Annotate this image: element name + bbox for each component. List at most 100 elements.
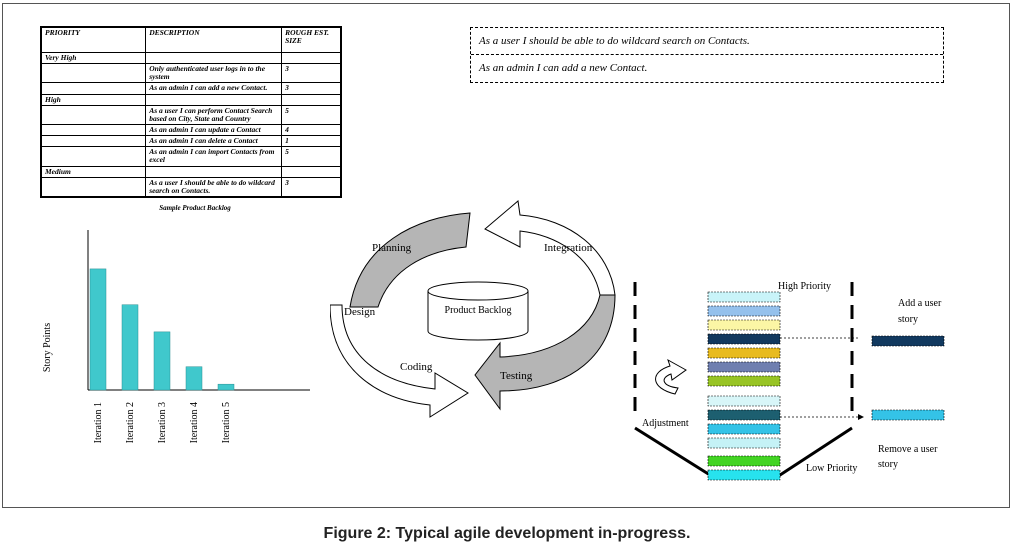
backlog-group-name: Medium <box>40 165 147 178</box>
x-tick-label: Iteration 1 <box>93 402 104 443</box>
integration-label: Integration <box>544 242 593 254</box>
x-tick-label: Iteration 2 <box>125 402 136 443</box>
remove-story-bar <box>871 409 945 421</box>
integration-arrow <box>484 200 616 296</box>
backlog-row: As a user I should be able to do wildcar… <box>40 176 342 198</box>
backlog-size: 4 <box>281 123 342 137</box>
backlog-group-name: High <box>40 93 147 106</box>
testing-arrow <box>474 294 616 411</box>
bar <box>153 331 171 391</box>
stack-item <box>707 455 781 467</box>
adjustment-label: Adjustment <box>642 418 689 429</box>
design-label: Design <box>344 306 376 318</box>
backlog-size: 5 <box>281 146 342 167</box>
backlog-row: Only authenticated user logs in to the s… <box>40 62 342 84</box>
planning-arrow <box>349 212 471 308</box>
backlog-size: 5 <box>281 104 342 125</box>
figure-frame <box>2 3 1010 508</box>
backlog-description: As a user I should be able to do wildcar… <box>145 176 283 198</box>
user-story-list: As a user I should be able to do wildcar… <box>470 27 944 83</box>
remove-story-label-2: story <box>878 459 898 470</box>
x-tick-label: Iteration 3 <box>157 402 168 443</box>
stack-item <box>707 333 781 345</box>
remove-story-label: Remove a user <box>878 444 938 455</box>
backlog-description: As an admin I can add a new Contact. <box>145 82 283 95</box>
backlog-caption: Sample Product Backlog <box>159 204 231 212</box>
stack-item <box>707 375 781 387</box>
empty-cell <box>40 176 147 198</box>
stack-item <box>707 409 781 421</box>
backlog-description: As an admin I can update a Contact <box>145 123 283 137</box>
priority-stack-diagram: High Priority Low Priority Adjustment Ad… <box>633 281 945 481</box>
product-backlog-table: PRIORITY DESCRIPTION ROUGH EST. SIZE Ver… <box>40 26 342 198</box>
user-story: As an admin I can add a new Contact. <box>479 62 648 74</box>
stack-item <box>707 347 781 359</box>
product-backlog-cylinder <box>427 291 529 341</box>
empty-cell <box>281 165 342 178</box>
backlog-group-name: Very High <box>40 52 147 64</box>
stack-item <box>707 395 781 407</box>
agile-cycle-diagram: Product Backlog Planning Integration Des… <box>330 200 616 418</box>
empty-cell <box>40 104 147 125</box>
bar <box>185 366 203 391</box>
backlog-description: Only authenticated user logs in to the s… <box>145 62 283 84</box>
header-description: DESCRIPTION <box>145 26 283 53</box>
empty-cell <box>40 123 147 137</box>
add-story-label: Add a user <box>898 298 942 309</box>
backlog-description: As an admin I can delete a Contact <box>145 135 283 148</box>
empty-cell <box>145 165 283 178</box>
coding-arrow <box>330 304 469 418</box>
add-story-bar <box>871 335 945 347</box>
empty-cell <box>145 93 283 106</box>
backlog-row: As a user I can perform Contact Search b… <box>40 104 342 125</box>
backlog-size: 3 <box>281 176 342 198</box>
adjustment-arrow <box>655 358 687 395</box>
figure-caption: Figure 2: Typical agile development in-p… <box>323 525 691 542</box>
empty-cell <box>281 52 342 64</box>
stack-item <box>707 437 781 449</box>
empty-cell <box>145 52 283 64</box>
cylinder-top <box>427 281 529 301</box>
backlog-size: 1 <box>281 135 342 148</box>
backlog-group-row: Very High <box>40 52 342 64</box>
user-story: As a user I should be able to do wildcar… <box>471 28 943 55</box>
x-tick-label: Iteration 4 <box>189 402 200 443</box>
add-story-label-2: story <box>898 314 918 325</box>
empty-cell <box>40 135 147 148</box>
backlog-header-row: PRIORITY DESCRIPTION ROUGH EST. SIZE <box>40 26 342 53</box>
testing-label: Testing <box>500 370 533 382</box>
bar <box>217 383 235 391</box>
empty-cell <box>40 62 147 84</box>
stack-item <box>707 361 781 373</box>
remove-arrowhead <box>858 414 864 420</box>
high-priority-label: High Priority <box>778 281 831 292</box>
planning-label: Planning <box>372 242 412 254</box>
backlog-group-row: High <box>40 93 342 106</box>
bar <box>89 268 107 391</box>
backlog-size: 3 <box>281 62 342 84</box>
x-tick-label: Iteration 5 <box>221 402 232 443</box>
bar <box>121 304 139 391</box>
stack-item <box>707 305 781 317</box>
backlog-size: 3 <box>281 82 342 95</box>
empty-cell <box>40 82 147 95</box>
header-size: ROUGH EST. SIZE <box>281 26 342 53</box>
y-axis-label: Story Points <box>42 323 53 372</box>
low-priority-label: Low Priority <box>806 463 857 474</box>
stack-item <box>707 423 781 435</box>
backlog-row: As an admin I can add a new Contact.3 <box>40 82 342 95</box>
backlog-row: As an admin I can import Contacts from e… <box>40 146 342 167</box>
empty-cell <box>40 146 147 167</box>
priority-stack <box>707 291 781 481</box>
coding-label: Coding <box>400 361 433 373</box>
empty-cell <box>281 93 342 106</box>
stack-item <box>707 469 781 481</box>
cycle-center-label: Product Backlog <box>445 305 512 316</box>
backlog-description: As an admin I can import Contacts from e… <box>145 146 283 167</box>
header-priority: PRIORITY <box>40 26 147 53</box>
stack-item <box>707 291 781 303</box>
backlog-group-row: Medium <box>40 165 342 178</box>
